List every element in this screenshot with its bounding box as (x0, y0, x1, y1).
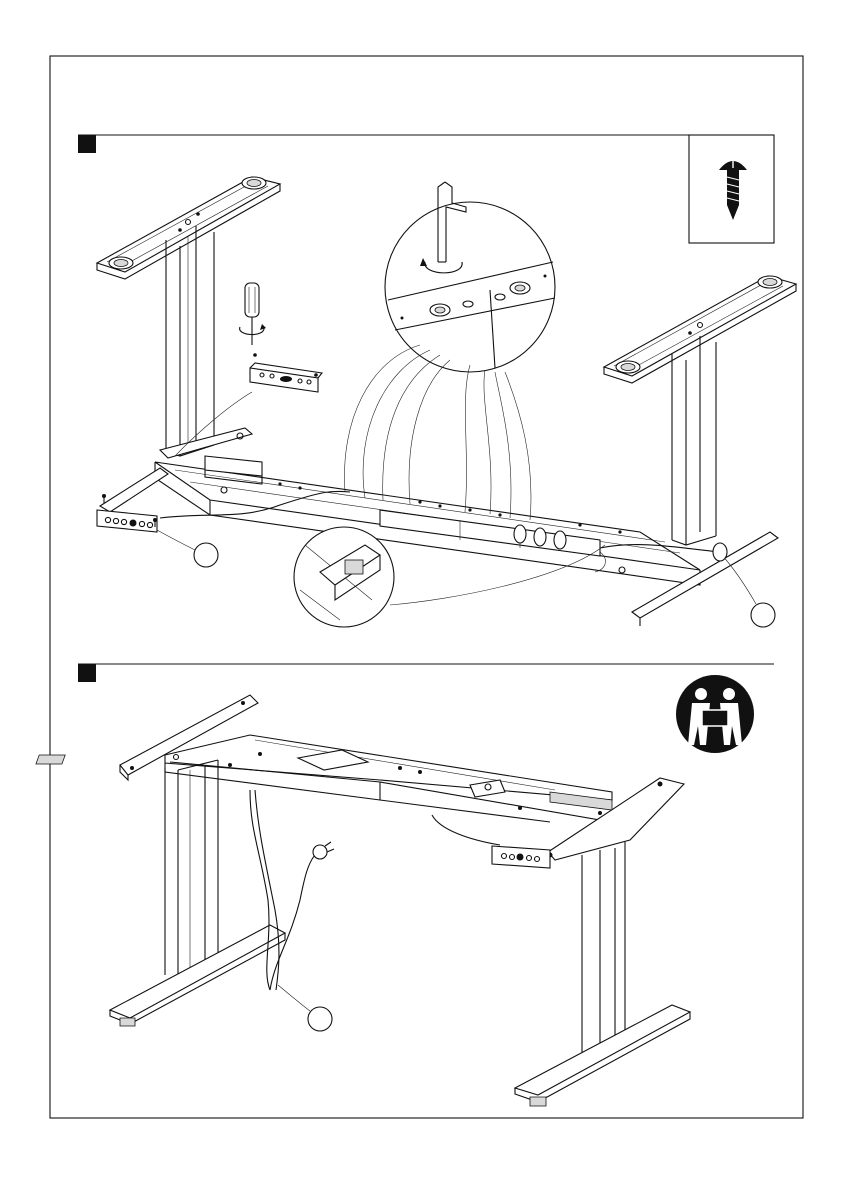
right-leg-assembly (604, 276, 796, 545)
zoom-hole-left (430, 304, 450, 316)
left-foot-pad-top (242, 177, 266, 189)
left-foot-pad-bottom (109, 257, 133, 269)
step-1-marker (78, 135, 96, 153)
right-foot (515, 1005, 690, 1106)
screw-hardware-box (689, 135, 774, 243)
step-2-section (36, 664, 774, 1106)
assembled-table-frame (36, 695, 690, 1106)
hex-key-zoom-detail (385, 202, 555, 372)
right-foot-pad-top (758, 276, 782, 288)
right-foot-pad-bottom (616, 361, 640, 373)
step-1-callout-left (157, 530, 218, 567)
screw-icon (719, 160, 747, 220)
handset-on-frame (492, 846, 550, 868)
desk-frame-beam (100, 428, 778, 626)
step-2-callout (278, 985, 332, 1031)
zoom-hole-right (510, 282, 530, 294)
left-foot (110, 925, 285, 1026)
power-cord (250, 790, 500, 990)
step-1-section (78, 135, 796, 627)
step-2-marker (78, 664, 96, 682)
power-plug-icon (313, 842, 334, 859)
panel-screw-left (102, 494, 106, 503)
screwdriver-icon (240, 283, 266, 345)
two-person-lift-icon (676, 675, 754, 753)
